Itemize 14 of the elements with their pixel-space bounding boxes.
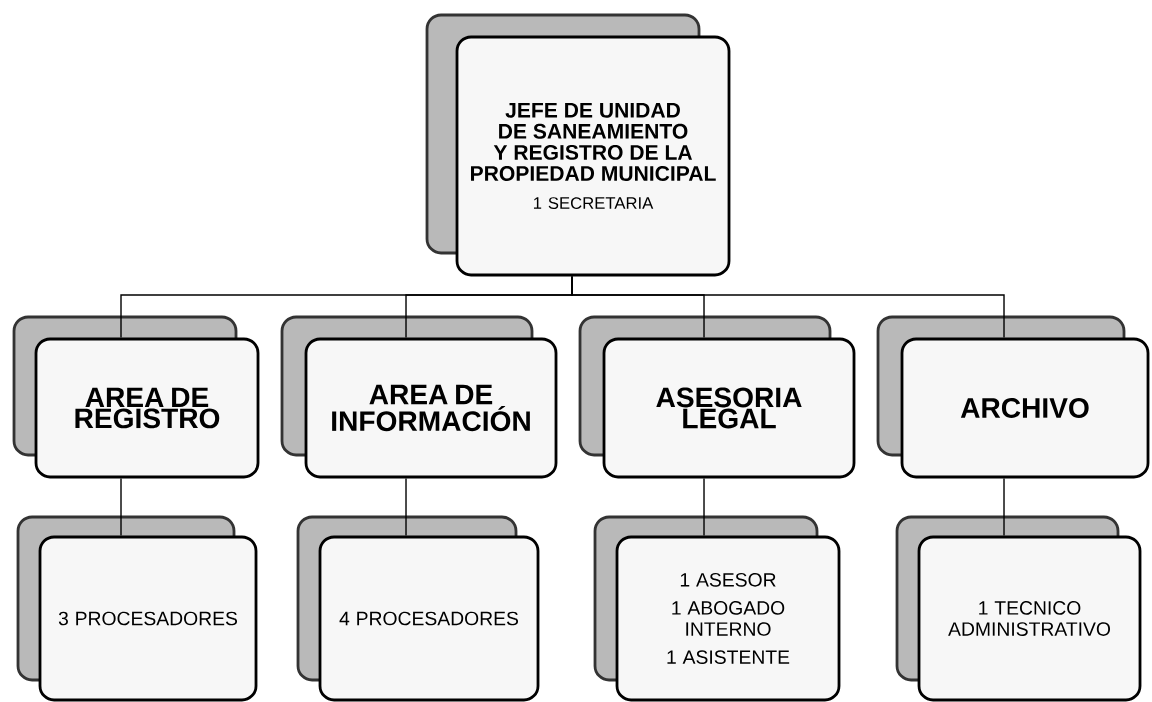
org-box: AREA DE REGISTRO (12, 315, 260, 479)
connector-line (571, 275, 1005, 339)
connector-line (703, 477, 705, 537)
org-box: 3 PROCESADORES (16, 515, 258, 702)
org-box: 1 TECNICO ADMINISTRATIVO (895, 515, 1142, 702)
org-box: JEFE DE UNIDAD DE SANEAMIENTO Y REGISTRO DE LA PROPIEDAD MUNICIPAL 1 SECRETARIA (425, 13, 731, 277)
connector-line (120, 477, 122, 537)
org-box: ARCHIVO (876, 315, 1150, 479)
org-box: 1 ASESOR 1 ABOGADO INTERNO 1 ASISTENTE (593, 515, 841, 702)
org-box: ASESORIA LEGAL (578, 315, 856, 479)
connector-line (1003, 477, 1005, 537)
org-box: 4 PROCESADORES (296, 515, 540, 702)
connector-line (405, 477, 407, 537)
org-box: AREA DE INFORMACIÓN (280, 315, 558, 479)
